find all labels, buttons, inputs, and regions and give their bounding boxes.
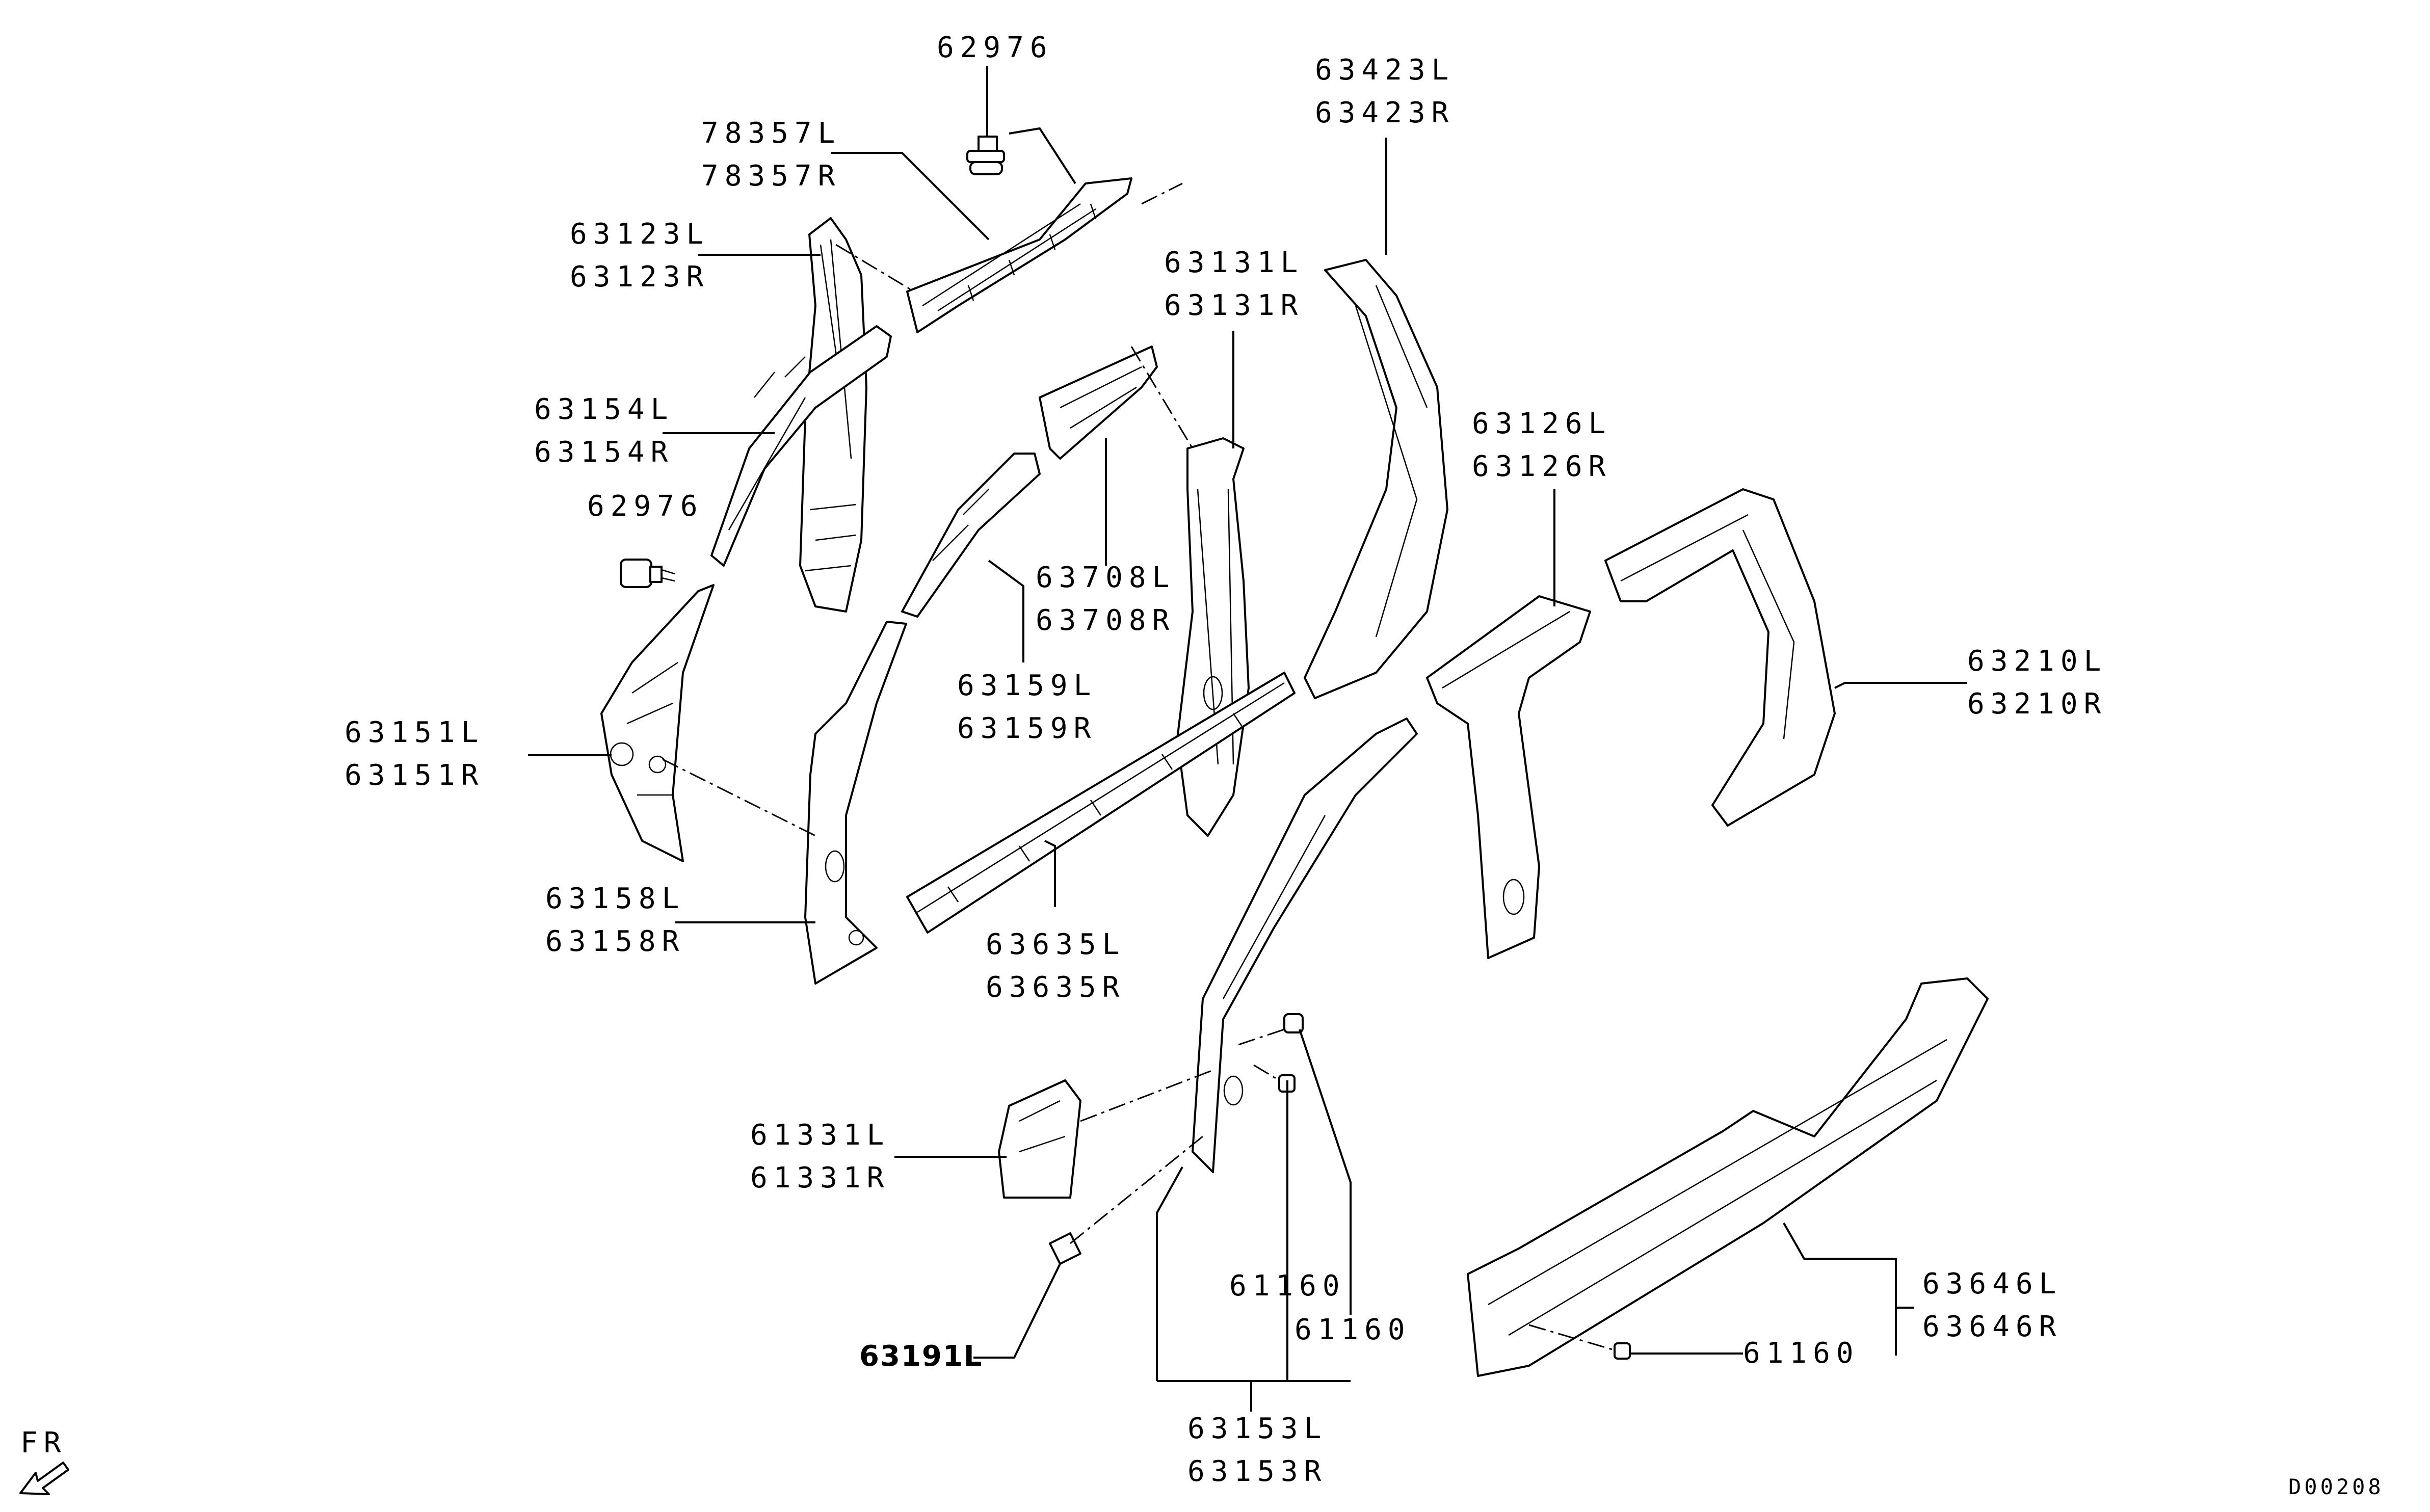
part-number-left: 63423L — [1315, 54, 1455, 87]
part-number-left: 63158L — [545, 882, 685, 915]
part-number-right: 63646R — [1922, 1310, 2063, 1343]
part-number-right: 63635R — [986, 971, 1126, 1004]
part-number-left: 63646L — [1922, 1267, 2063, 1301]
part-number: 62976 — [937, 31, 1053, 64]
part-number: 61160 — [1295, 1313, 1411, 1346]
part-number-right: 78357R — [701, 160, 841, 193]
part-number-right: 63131R — [1164, 289, 1304, 322]
label-63159: 63159L 63159R — [957, 665, 1097, 750]
bolt-icon — [966, 136, 1005, 175]
part-number-right: 63153R — [1187, 1455, 1328, 1488]
label-63131: 63131L 63131R — [1164, 242, 1304, 327]
label-62976-top: 62976 — [937, 26, 1053, 69]
part-number-right: 63158R — [545, 925, 685, 958]
label-63423: 63423L 63423R — [1315, 49, 1455, 135]
front-direction-arrow-icon — [19, 1462, 69, 1495]
part-number: 61160 — [1229, 1269, 1346, 1303]
label-61331: 61331L 61331R — [750, 1114, 890, 1200]
part-63708 — [1039, 346, 1158, 460]
part-number-left: 78357L — [701, 117, 841, 150]
part-63423 — [1304, 259, 1448, 699]
label-63210: 63210L 63210R — [1967, 640, 2107, 726]
part-number-right: 63126R — [1472, 450, 1612, 483]
part-number-right: 63123R — [570, 260, 710, 294]
part-63154 — [710, 325, 892, 567]
label-63635: 63635L 63635R — [986, 923, 1125, 1009]
part-63131 — [1176, 437, 1250, 837]
part-number-right: 63708R — [1036, 604, 1176, 637]
diagram-code-text: D00208 — [2288, 1474, 2384, 1499]
part-number: 61160 — [1743, 1337, 1860, 1370]
direction-label: FR — [20, 1422, 67, 1465]
label-63154: 63154L 63154R — [534, 388, 674, 474]
part-number-right: 63159R — [957, 712, 1097, 745]
part-number-left: 63635L — [986, 928, 1126, 961]
label-63153: 63153L 63153R — [1187, 1408, 1327, 1493]
part-number-left: 63153L — [1187, 1412, 1328, 1445]
label-61160-b: 61160 — [1295, 1309, 1411, 1351]
part-number-left: 63154L — [534, 393, 674, 426]
part-78357 — [906, 177, 1132, 333]
part-61331 — [998, 1079, 1081, 1199]
part-number: 62976 — [587, 490, 704, 523]
part-63159 — [901, 453, 1041, 618]
part-63191 — [1049, 1232, 1081, 1265]
label-63191: 63191L — [859, 1335, 983, 1378]
part-63635 — [906, 672, 1296, 934]
part-number-right: 63210R — [1967, 687, 2107, 721]
diagram-code: D00208 — [2288, 1472, 2384, 1502]
part-number-left: 63131L — [1164, 246, 1304, 279]
label-61160-c: 61160 — [1743, 1332, 1860, 1375]
bolt-icon — [620, 559, 675, 588]
part-number-left: 63123L — [570, 218, 710, 251]
part-number-right: 63154R — [534, 436, 674, 469]
part-number-left: 63210L — [1967, 645, 2107, 678]
part-63153 — [1192, 718, 1418, 1173]
part-number-right: 63151R — [345, 759, 485, 792]
direction-text: FR — [20, 1426, 67, 1460]
part-63158 — [804, 621, 907, 985]
part-number-right: 61331R — [750, 1161, 890, 1195]
part-number-right: 63423R — [1315, 96, 1455, 129]
label-63646: 63646L 63646R — [1922, 1263, 2062, 1348]
label-61160-a: 61160 — [1229, 1265, 1346, 1308]
label-63126: 63126L 63126R — [1472, 403, 1612, 488]
part-63646 — [1467, 977, 1989, 1377]
part-63126 — [1426, 595, 1591, 959]
label-78357: 78357L 78357R — [701, 112, 841, 198]
part-number-left: 63708L — [1036, 561, 1176, 594]
label-63151: 63151L 63151R — [345, 711, 484, 797]
label-62976-mid: 62976 — [587, 485, 704, 528]
label-63158: 63158L 63158R — [545, 878, 685, 963]
part-number: 63191L — [859, 1340, 983, 1373]
part-63210 — [1604, 488, 1836, 827]
part-63151 — [600, 584, 715, 862]
part-number-left: 63151L — [345, 716, 485, 749]
part-number-left: 61331L — [750, 1119, 890, 1152]
label-63708: 63708L 63708R — [1036, 556, 1175, 642]
label-63123: 63123L 63123R — [570, 213, 709, 299]
part-number-left: 63126L — [1472, 407, 1612, 440]
part-number-left: 63159L — [957, 669, 1097, 702]
